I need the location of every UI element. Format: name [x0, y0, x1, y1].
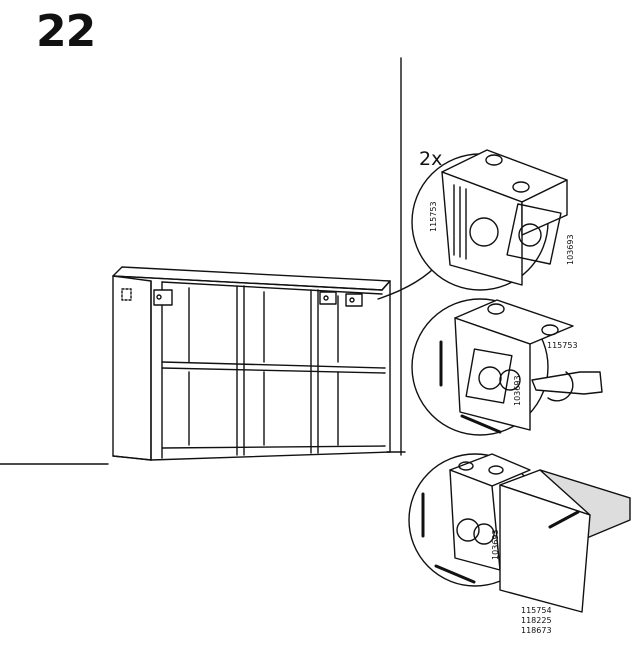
detail-circle-bracket [411, 149, 568, 291]
screwdriver-icon [531, 371, 603, 402]
part-label-plate-3: 103693 [491, 529, 500, 560]
adjust-arrow-icon [421, 492, 476, 584]
code-item: 118225 [521, 616, 552, 625]
part-label-plate: 103693 [566, 234, 575, 265]
wall-lines [0, 57, 406, 465]
detail-circle-adjust [411, 298, 574, 436]
quantity-label: 2x [419, 148, 443, 170]
bracket-right-icon [319, 291, 363, 307]
part-label-plate-2: 103693 [513, 375, 522, 406]
part-label-bracket: 115753 [429, 201, 438, 232]
wall-block-icon [499, 469, 631, 613]
code-list: 115754 118225 118673 [521, 606, 552, 636]
bracket-left-icon [121, 288, 173, 306]
code-item: 115754 [521, 606, 552, 615]
shelf-unit-icon [112, 266, 391, 461]
code-item: 118673 [521, 626, 552, 635]
push-arrow-icon [548, 510, 580, 529]
part-label-bracket-2: 115753 [547, 341, 578, 350]
adjust-arrow-icon [439, 340, 502, 434]
step-number: 22 [36, 6, 96, 57]
